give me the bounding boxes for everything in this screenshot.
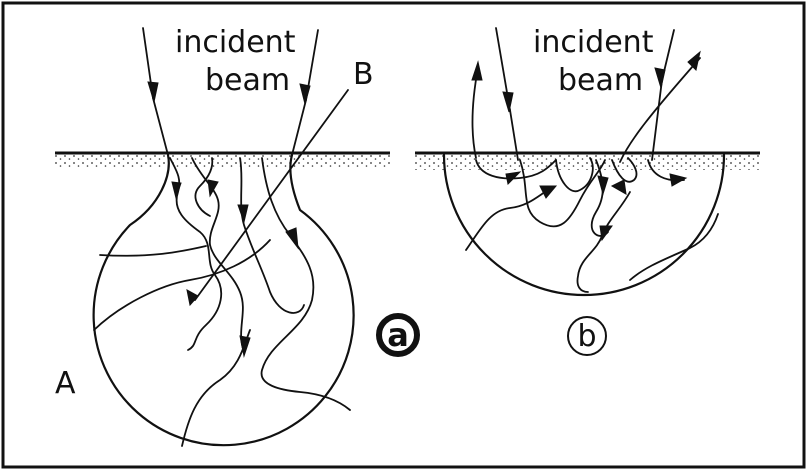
panel-b-trajectory-5 — [592, 160, 608, 236]
panel-a-interaction-volume — [94, 155, 354, 445]
panel-b-trajectory-2-arrowhead — [540, 186, 556, 198]
panel-b-interaction-volume — [444, 155, 724, 295]
panel-a-trajectory-5 — [262, 158, 350, 410]
panel-a-beam-line-right — [292, 100, 306, 155]
panel-b-title-line1: incident — [533, 25, 654, 60]
panel-b-trajectory-5-arrowhead — [598, 176, 608, 194]
panel-a-trajectory-b — [195, 90, 348, 300]
label-a: A — [55, 366, 76, 401]
panel-b-trajectory-6-arrowhead — [612, 180, 626, 194]
panel-a-title-line1: incident — [175, 25, 296, 60]
panel-b-beam-line-right — [652, 80, 662, 160]
panel-a-badge-label: a — [387, 316, 409, 354]
panel-a-trajectory-5-arrowhead — [286, 228, 298, 248]
panel-a: incident beam B A a — [55, 25, 417, 446]
panel-b-badge-label: b — [577, 319, 596, 354]
panel-b: incident beam b — [415, 25, 760, 355]
panel-b-backscatter-left — [472, 68, 478, 158]
panel-a-trajectory-1-arrowhead — [172, 182, 181, 198]
panel-a-trajectory-3-arrowhead — [208, 180, 218, 196]
panel-a-trajectory-7 — [100, 246, 206, 256]
panel-a-trajectory-4-arrowhead — [238, 205, 248, 222]
panel-b-beam-arrowhead-left — [503, 92, 513, 112]
panel-a-title-line2: beam — [205, 63, 290, 98]
label-b: B — [353, 57, 374, 92]
panel-a-trajectory-6 — [94, 240, 270, 330]
panel-b-beam-arrowhead-right — [655, 68, 665, 88]
panel-b-backscatter-right-arrowhead — [688, 52, 700, 70]
panel-a-beam-line-left — [153, 98, 168, 155]
panel-b-backscatter-left-arrowhead — [472, 62, 482, 80]
panel-b-title-line2: beam — [558, 63, 643, 98]
panel-b-trajectory-7 — [577, 192, 630, 292]
panel-a-trajectory-b-arrowhead — [187, 290, 198, 305]
panel-b-trajectory-7-arrowhead — [600, 226, 612, 240]
panel-a-surface-layer — [55, 154, 390, 168]
panel-b-surface-layer — [415, 154, 760, 170]
